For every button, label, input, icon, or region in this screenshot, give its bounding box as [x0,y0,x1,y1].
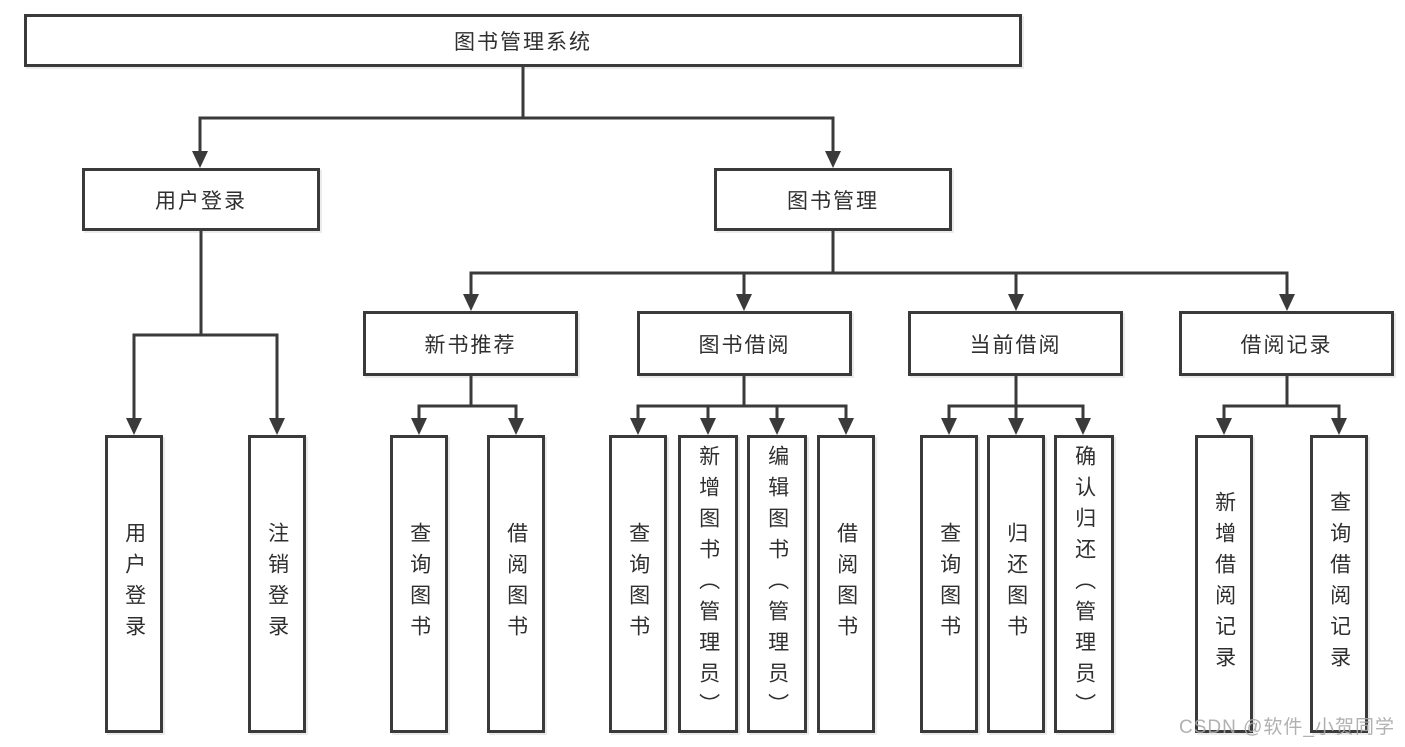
connector-user-login-children [126,231,285,435]
node-borrow-record: 借阅记录 [1179,311,1394,376]
leaf-borrow-book-label: 借阅图书 [834,522,858,646]
leaf-logout: 注销登录 [248,435,306,733]
connector-book-mgmt-to-level3 [463,231,1295,311]
leaf-add-borrow-record-label: 新增借阅记录 [1212,491,1236,677]
leaf-user-login: 用户登录 [105,435,163,733]
leaf-query-book-borrow-label: 查询图书 [626,522,650,646]
leaf-borrow-book-recommend: 借阅图书 [487,435,545,733]
connector-borrow-record-children [1216,376,1347,435]
node-new-book-recommend: 新书推荐 [363,311,578,376]
leaf-query-book-recommend: 查询图书 [390,435,448,733]
leaf-query-book-current: 查询图书 [920,435,978,733]
node-user-login: 用户登录 [82,168,320,231]
leaf-confirm-return-admin-label: 确认归还（管理员） [1072,444,1096,724]
node-root: 图书管理系统 [24,14,1022,67]
node-borrow-record-label: 借阅记录 [1240,333,1333,357]
leaf-query-borrow-record: 查询借阅记录 [1310,435,1368,733]
connector-root-to-level2 [192,66,841,168]
leaf-add-borrow-record: 新增借阅记录 [1195,435,1253,733]
leaf-logout-label: 注销登录 [265,522,289,646]
leaf-query-book-borrow: 查询图书 [609,435,667,733]
leaf-add-book-admin: 新增图书（管理员） [678,435,738,733]
leaf-query-borrow-record-label: 查询借阅记录 [1327,491,1351,677]
node-book-borrow: 图书借阅 [637,311,852,376]
leaf-return-book: 归还图书 [987,435,1045,733]
node-current-borrow: 当前借阅 [908,311,1123,376]
leaf-query-book-current-label: 查询图书 [937,522,961,646]
node-root-label: 图书管理系统 [454,30,592,54]
leaf-borrow-book: 借阅图书 [817,435,875,733]
connector-current-borrow-children [941,376,1091,435]
node-new-book-recommend-label: 新书推荐 [424,333,517,357]
node-book-management-label: 图书管理 [787,189,879,213]
node-current-borrow-label: 当前借阅 [969,333,1062,357]
node-book-borrow-label: 图书借阅 [698,333,791,357]
csdn-watermark: CSDN @软件_小贺同学 [1179,717,1395,738]
connector-book-borrow-children [630,376,854,435]
leaf-edit-book-admin-label: 编辑图书（管理员） [765,444,789,724]
leaf-return-book-label: 归还图书 [1004,522,1028,646]
node-book-management: 图书管理 [714,168,952,231]
leaf-query-book-recommend-label: 查询图书 [407,522,431,646]
leaf-user-login-label: 用户登录 [122,522,146,646]
leaf-edit-book-admin: 编辑图书（管理员） [747,435,807,733]
leaf-add-book-admin-label: 新增图书（管理员） [696,444,720,724]
connector-new-book-children [411,376,524,435]
leaf-confirm-return-admin: 确认归还（管理员） [1054,435,1114,733]
node-user-login-label: 用户登录 [155,189,247,213]
leaf-borrow-book-recommend-label: 借阅图书 [504,522,528,646]
